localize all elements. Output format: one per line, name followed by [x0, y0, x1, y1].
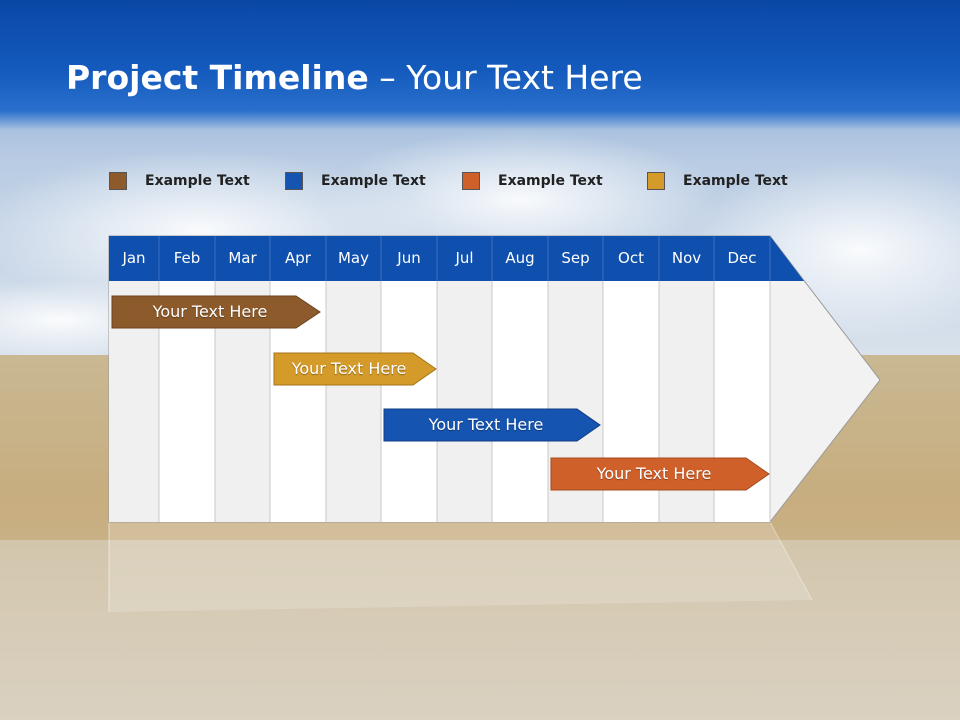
month-label-sep: Sep [561, 249, 590, 267]
task-bar-label: Your Text Here [291, 359, 407, 378]
task-bar-2 [273, 352, 437, 386]
legend-item: Example Text [285, 170, 426, 192]
slide-title: Project Timeline – Your Text Here [66, 58, 643, 97]
title-bold: Project Timeline [66, 58, 369, 97]
legend-swatch [109, 172, 127, 190]
task-bar-label: Your Text Here [428, 415, 544, 434]
title-band [0, 0, 960, 130]
task-bar-4 [550, 457, 770, 491]
reflection-edge [769, 521, 813, 601]
month-label-nov: Nov [671, 249, 702, 267]
legend-label: Example Text [321, 173, 426, 189]
month-column [492, 281, 548, 522]
month-label-feb: Feb [173, 249, 201, 267]
legend-label: Example Text [498, 173, 603, 189]
month-label-may: May [337, 249, 369, 267]
month-header-band [109, 236, 804, 281]
legend-label: Example Text [145, 173, 250, 189]
month-column [437, 281, 492, 522]
legend-item: Example Text [109, 170, 250, 192]
legend-swatch [285, 172, 303, 190]
month-label-apr: Apr [285, 249, 311, 267]
task-bar-1 [111, 295, 321, 329]
legend-swatch [647, 172, 665, 190]
month-column [326, 281, 381, 522]
month-label-mar: Mar [228, 249, 257, 267]
task-bar-3 [383, 408, 601, 442]
month-label-aug: Aug [505, 249, 535, 267]
month-column [381, 281, 437, 522]
month-label-oct: Oct [618, 249, 644, 267]
task-bar-label: Your Text Here [596, 464, 712, 483]
month-label-jun: Jun [397, 249, 421, 267]
title-rest: – Your Text Here [368, 58, 643, 97]
timeline-reflection [109, 522, 812, 612]
month-label-dec: Dec [727, 249, 757, 267]
legend-label: Example Text [683, 173, 788, 189]
legend-item: Example Text [462, 170, 603, 192]
header-dividers [158, 236, 771, 281]
legend-item: Example Text [647, 170, 788, 192]
month-label-jul: Jul [455, 249, 474, 267]
month-label-jan: Jan [122, 249, 146, 267]
legend-swatch [462, 172, 480, 190]
task-bar-label: Your Text Here [152, 302, 268, 321]
